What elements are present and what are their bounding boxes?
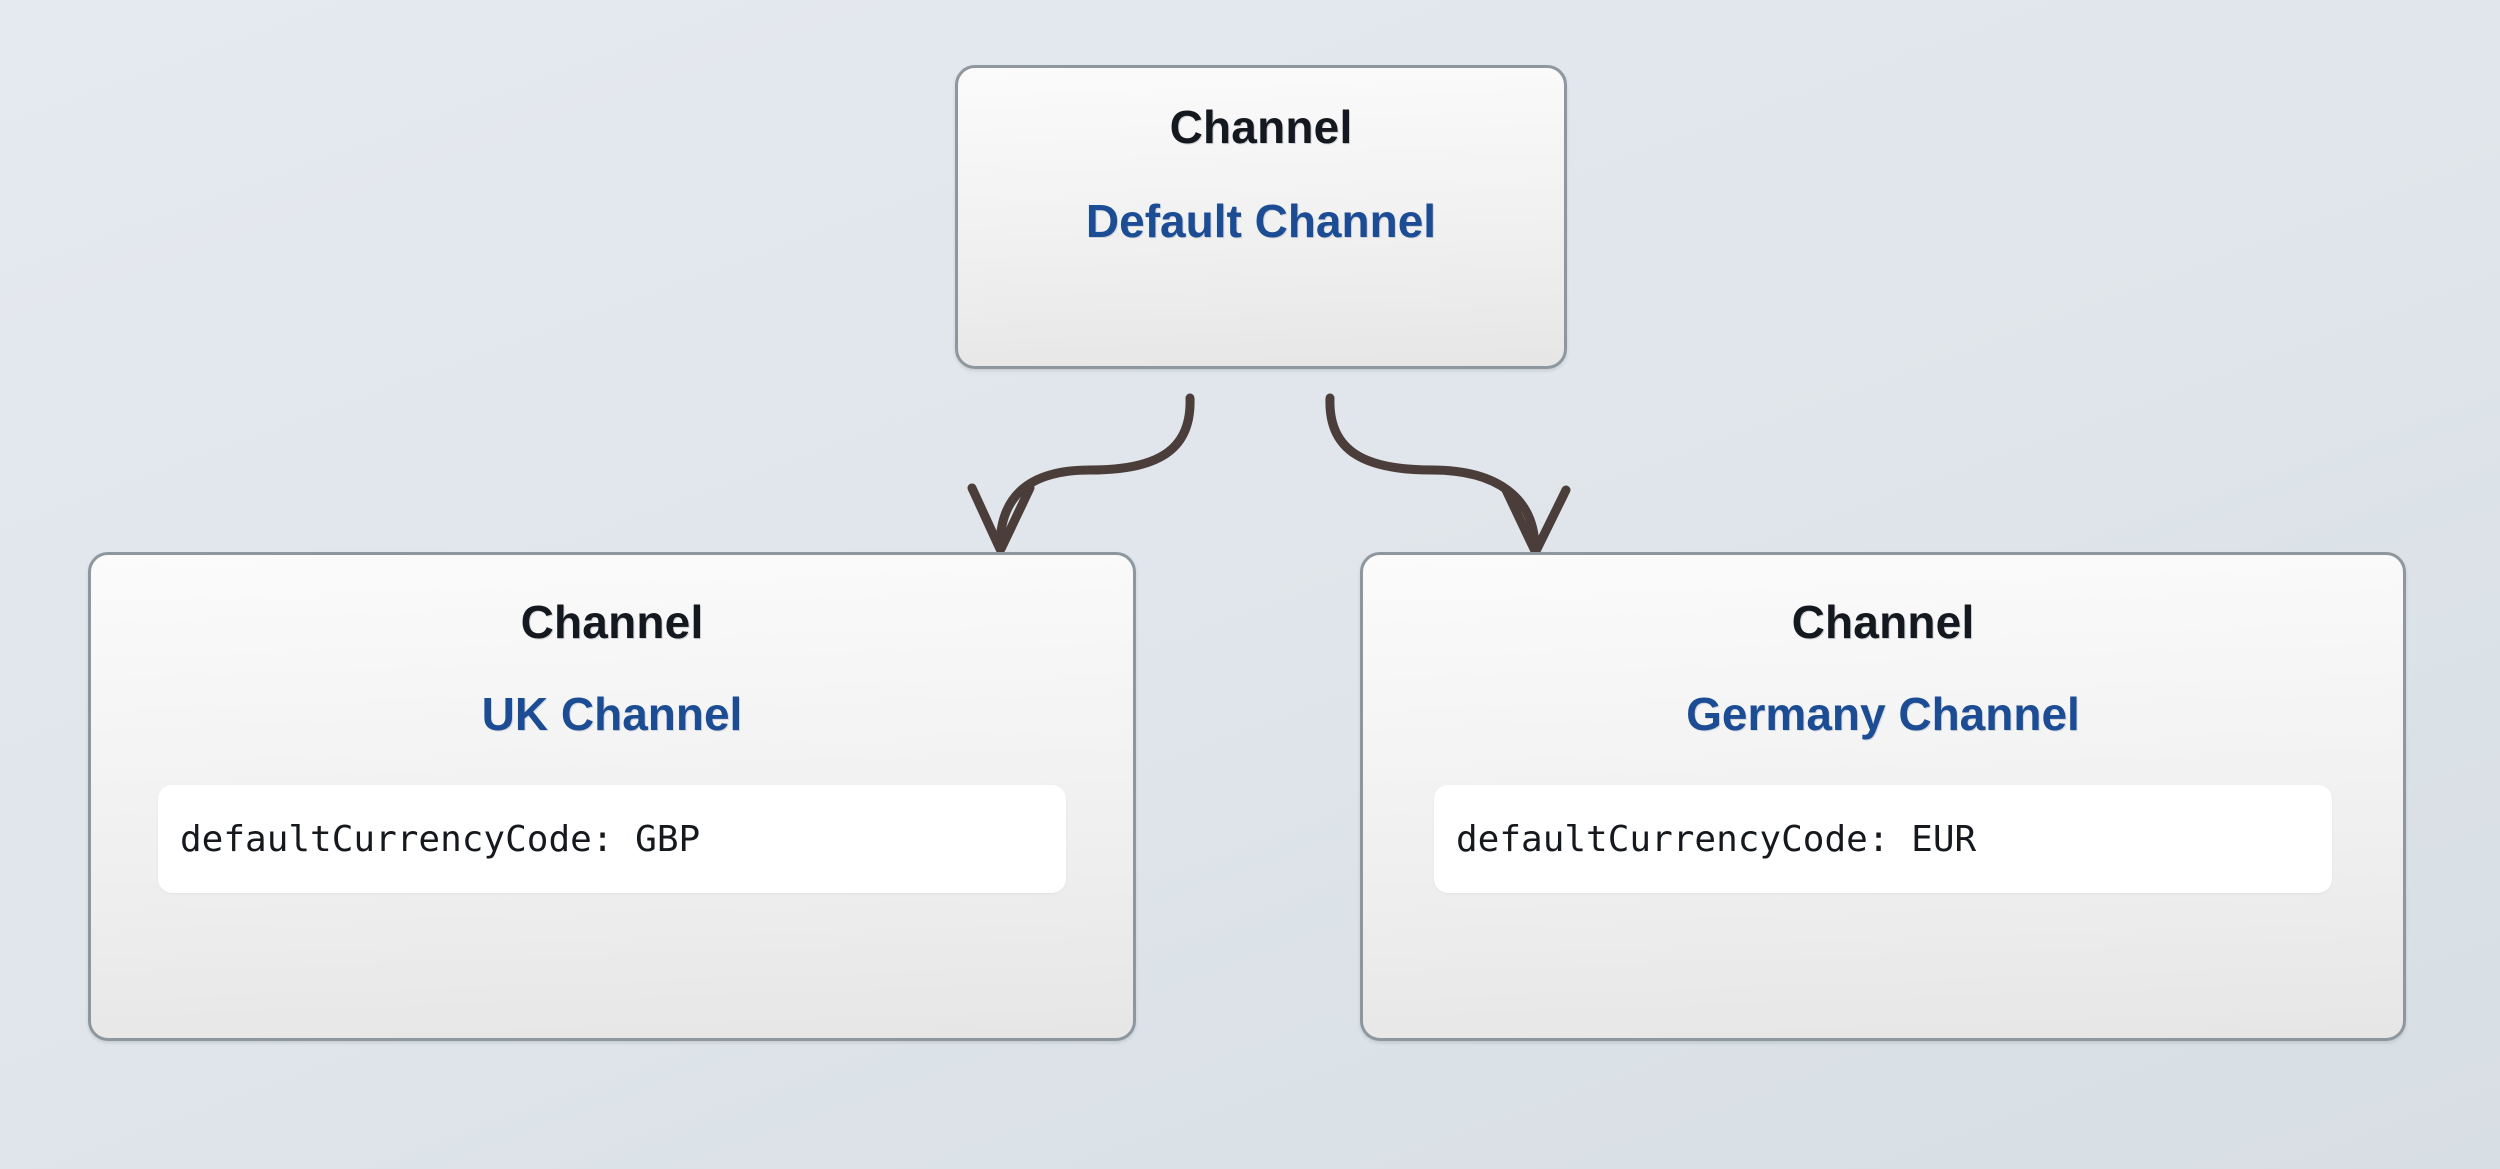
node-default-channel[interactable]: Channel Default Channel <box>955 65 1567 369</box>
node-name-label: Germany Channel <box>1686 688 2080 740</box>
node-germany-channel[interactable]: Channel Germany Channel defaultCurrencyC… <box>1360 552 2406 1041</box>
edge-root-to-germany-channel <box>1325 393 1571 556</box>
node-name-label: UK Channel <box>481 688 743 740</box>
node-property-default-currency-code: defaultCurrencyCode: EUR <box>1434 785 2332 893</box>
node-property-default-currency-code: defaultCurrencyCode: GBP <box>158 785 1066 893</box>
edge-root-to-uk-channel <box>967 393 1195 554</box>
node-type-label: Channel <box>1791 596 1975 648</box>
node-type-label: Channel <box>1169 101 1353 153</box>
node-type-label: Channel <box>520 596 704 648</box>
node-name-label: Default Channel <box>1085 195 1437 247</box>
node-uk-channel[interactable]: Channel UK Channel defaultCurrencyCode: … <box>88 552 1136 1041</box>
